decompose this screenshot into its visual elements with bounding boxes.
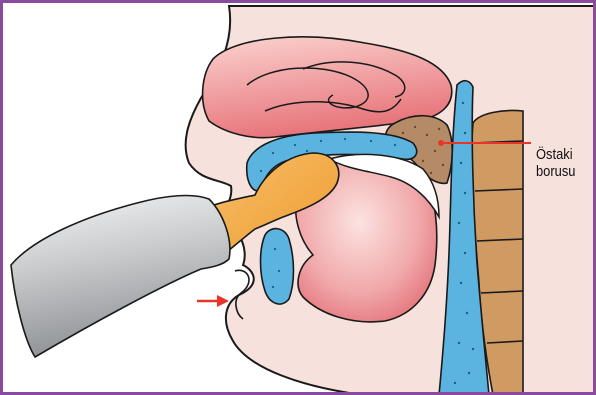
eustachian-tube-label: Östaki borusu bbox=[536, 146, 575, 180]
label-line-2: borusu bbox=[536, 163, 575, 180]
label-line-1: Östaki bbox=[536, 146, 575, 163]
infant-feeding-anatomy-illustration bbox=[3, 3, 596, 395]
chin-arrow bbox=[197, 295, 229, 307]
tongue bbox=[261, 229, 294, 304]
baby-bottle bbox=[11, 196, 230, 357]
